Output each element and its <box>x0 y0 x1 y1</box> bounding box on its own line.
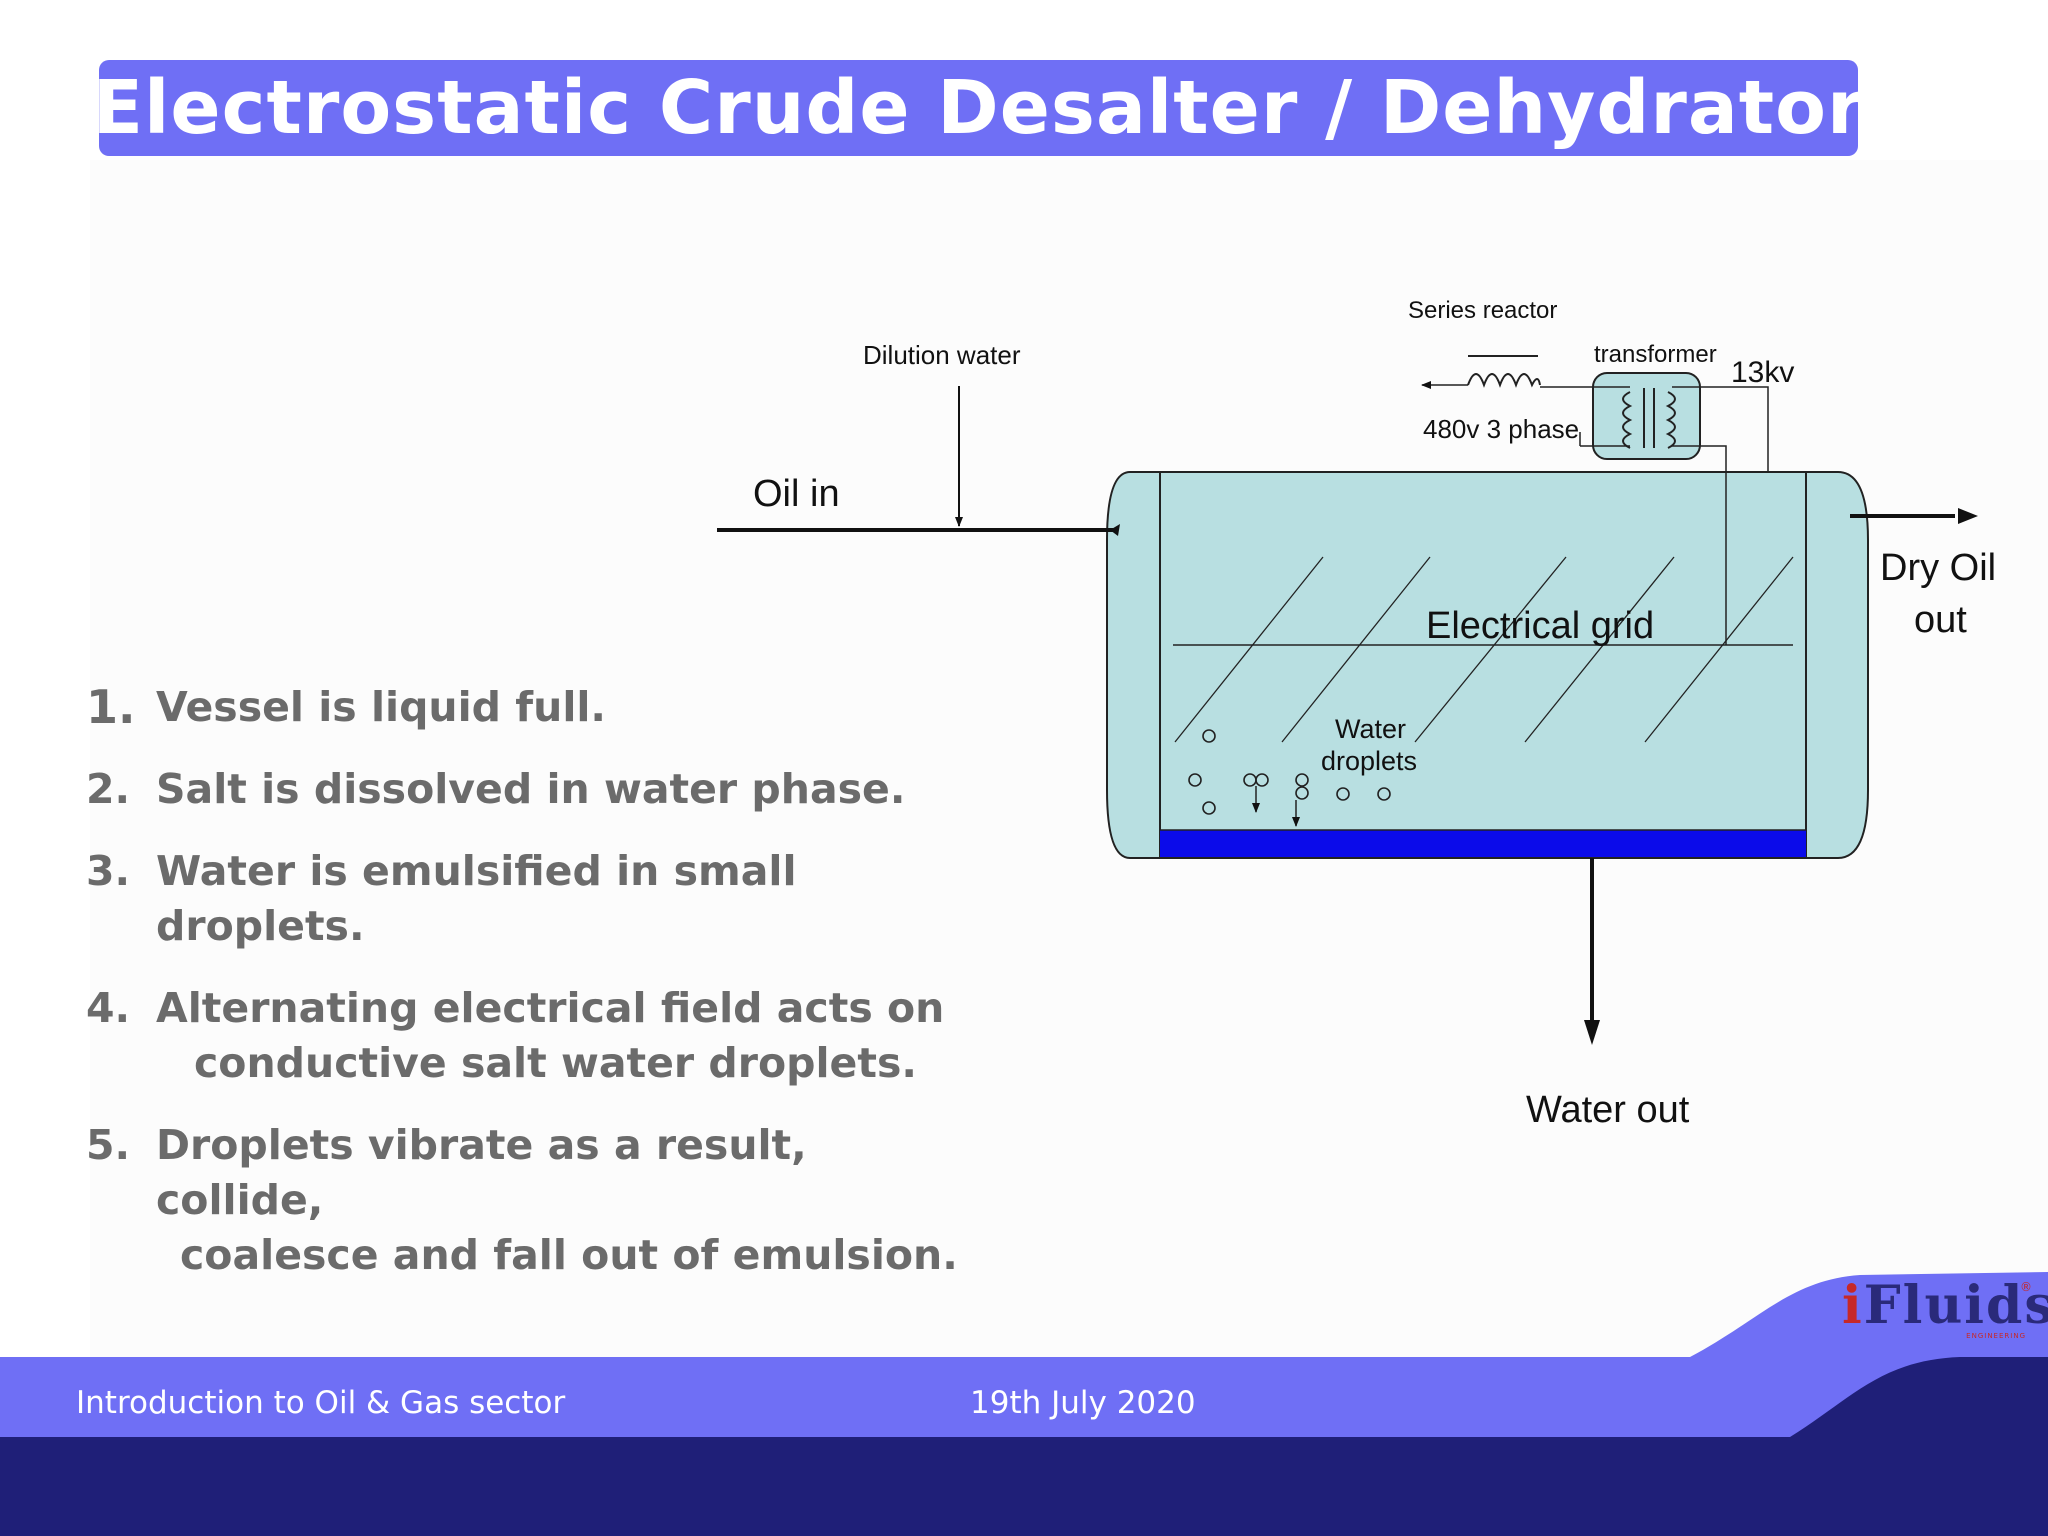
points-list: 1. Vessel is liquid full. 2. Salt is dis… <box>86 680 986 1310</box>
transformer-coil-icon <box>1622 388 1676 449</box>
list-number: 3. <box>86 847 131 895</box>
vessel-shell <box>1106 471 1869 859</box>
footer-date: 19th July 2020 <box>970 1385 1196 1421</box>
list-number: 1. <box>86 680 136 734</box>
oil-in-label: Oil in <box>753 473 840 515</box>
list-text-line: Vessel is liquid full. <box>156 683 606 731</box>
water-out-label: Water out <box>1526 1089 1690 1131</box>
list-text-line: Alternating electrical field acts on <box>156 984 945 1032</box>
list-item: 1. Vessel is liquid full. <box>86 680 986 735</box>
list-text-line: conductive salt water droplets. <box>194 1039 917 1087</box>
list-item: 3. Water is emulsified in small droplets… <box>86 844 986 954</box>
footer-wave <box>1690 1272 2048 1440</box>
list-item: 5. Droplets vibrate as a result, collide… <box>86 1118 986 1283</box>
logo-subtitle: ENGINEERING <box>1966 1332 2026 1340</box>
page-title: Electrostatic Crude Desalter / Dehydrato… <box>92 65 1865 151</box>
list-text: Droplets vibrate as a result, collide, c… <box>156 1118 986 1283</box>
list-number: 4. <box>86 984 131 1032</box>
voltage-label: 13kv <box>1731 356 1794 389</box>
list-text-line: Salt is dissolved in water phase. <box>156 765 906 813</box>
logo-registered-mark: ® <box>2020 1280 2032 1294</box>
water-layer <box>1160 830 1806 857</box>
phase-label: 480v 3 phase <box>1423 414 1579 444</box>
list-text-line: Droplets vibrate as a result, collide, <box>156 1121 807 1224</box>
dry-oil-label: Dry Oil <box>1880 547 1996 589</box>
electrical-grid-label: Electrical grid <box>1426 605 1654 647</box>
logo-wordmark: iFluids <box>1842 1280 2048 1332</box>
series-reactor-label: Series reactor <box>1408 297 1557 324</box>
list-text-line: Water is emulsified in small droplets. <box>156 847 797 950</box>
list-text: Vessel is liquid full. <box>156 680 986 735</box>
grid-feed-wire <box>1672 445 1727 645</box>
water-droplets-label: Water <box>1335 714 1406 744</box>
list-text: Salt is dissolved in water phase. <box>156 762 986 817</box>
water-out-arrowhead <box>1584 1020 1600 1045</box>
series-reactor-icon <box>1467 373 1541 388</box>
list-item: 4. Alternating electrical field acts on … <box>86 981 986 1091</box>
footer-course: Introduction to Oil & Gas sector <box>76 1385 566 1421</box>
list-number: 2. <box>86 765 131 813</box>
title-bar: Electrostatic Crude Desalter / Dehydrato… <box>93 60 1864 156</box>
grid-hatch <box>1174 556 1794 743</box>
transformer-label: transformer <box>1594 341 1717 368</box>
list-text-line: coalesce and fall out of emulsion. <box>180 1231 958 1279</box>
logo-rest: Fluids <box>1863 1275 2048 1336</box>
footer-bottom-band <box>0 1437 2048 1536</box>
oil-in-arrowhead <box>1110 524 1120 536</box>
list-text: Water is emulsified in small droplets. <box>156 844 986 954</box>
logo-i: i <box>1842 1275 1864 1336</box>
hv-feed-wire <box>1672 386 1769 472</box>
dry-oil-label-2: out <box>1914 599 1967 641</box>
water-droplets-label-2: droplets <box>1321 746 1417 776</box>
list-number: 5. <box>86 1121 131 1169</box>
dry-oil-arrowhead <box>1958 508 1978 524</box>
droplet-icons <box>1188 729 1391 815</box>
list-text: Alternating electrical field acts on con… <box>156 981 986 1091</box>
ifluids-logo: iFluids ENGINEERING ® <box>1842 1280 2048 1348</box>
dilution-water-label: Dilution water <box>863 340 1021 370</box>
list-item: 2. Salt is dissolved in water phase. <box>86 762 986 817</box>
